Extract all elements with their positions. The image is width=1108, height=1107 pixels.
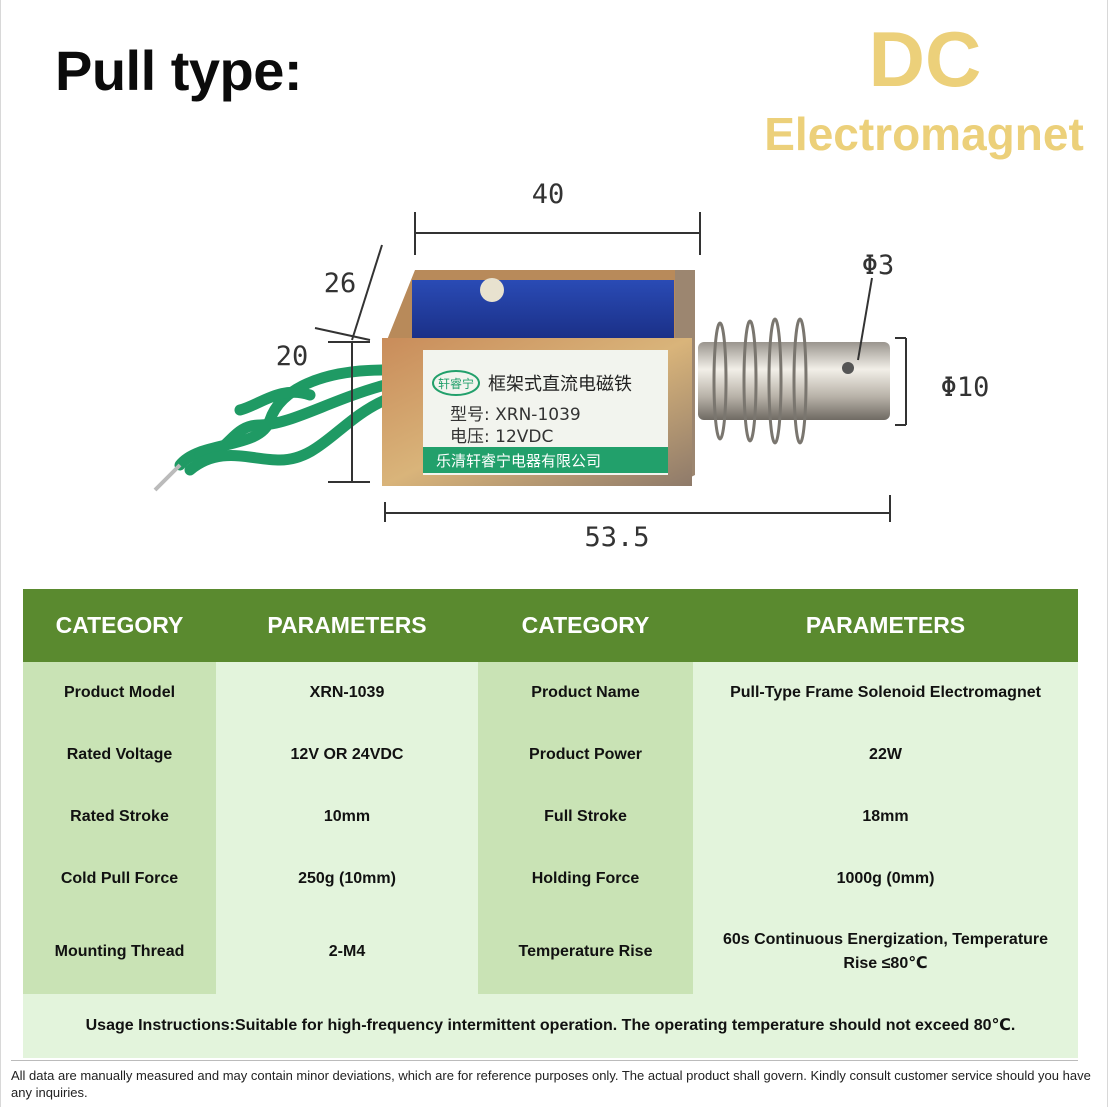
- label-brand: 轩睿宁: [438, 376, 474, 391]
- header-parameters-2: PARAMETERS: [693, 589, 1078, 662]
- cell-category: Holding Force: [478, 848, 693, 910]
- dim-width-top: 40: [532, 179, 565, 210]
- cell-value: 2-M4: [216, 910, 478, 994]
- cell-category: Cold Pull Force: [23, 848, 216, 910]
- dim-plunger-tip: Φ3: [862, 250, 895, 281]
- label-maker: 乐清轩睿宁电器有限公司: [436, 452, 601, 470]
- cell-category: Mounting Thread: [23, 910, 216, 994]
- cell-category: Rated Voltage: [23, 724, 216, 786]
- usage-row: Usage Instructions:Suitable for high-fre…: [23, 994, 1078, 1058]
- cell-value: 22W: [693, 724, 1078, 786]
- footnote: All data are manually measured and may c…: [11, 1068, 1091, 1100]
- table-row: Cold Pull Force 250g (10mm) Holding Forc…: [23, 848, 1078, 910]
- cell-category: Product Power: [478, 724, 693, 786]
- badge-electromagnet: Electromagnet: [764, 108, 1084, 160]
- spring: [712, 317, 808, 445]
- dim-plunger-diameter: Φ10: [941, 372, 990, 403]
- cell-value: 60s Continuous Energization, Temperature…: [693, 910, 1078, 994]
- page-title: Pull type:: [55, 39, 303, 102]
- cell-category: Product Name: [478, 662, 693, 724]
- spec-header-row: CATEGORY PARAMETERS CATEGORY PARAMETERS: [23, 589, 1078, 662]
- dim-total-length: 53.5: [584, 522, 649, 553]
- screw-head: [480, 278, 504, 302]
- wire-tip: [153, 463, 182, 492]
- dimension-lines: [314, 212, 907, 522]
- cell-value: XRN-1039: [216, 662, 478, 724]
- solenoid-product-image: 轩睿宁 框架式直流电磁铁 型号: XRN-1039 电压: 12VDC 乐清轩睿…: [153, 179, 990, 553]
- cell-value: 18mm: [693, 786, 1078, 848]
- cell-value: Pull-Type Frame Solenoid Electromagnet: [693, 662, 1078, 724]
- dim-depth: 26: [324, 268, 357, 299]
- usage-instructions: Usage Instructions:Suitable for high-fre…: [23, 994, 1078, 1058]
- cell-value: 12V OR 24VDC: [216, 724, 478, 786]
- header-parameters-1: PARAMETERS: [216, 589, 478, 662]
- table-row: Mounting Thread 2-M4 Temperature Rise 60…: [23, 910, 1078, 994]
- cell-category: Product Model: [23, 662, 216, 724]
- table-row: Product Model XRN-1039 Product Name Pull…: [23, 662, 1078, 724]
- cell-category: Rated Stroke: [23, 786, 216, 848]
- label-type: 框架式直流电磁铁: [488, 374, 632, 395]
- dim-height: 20: [276, 341, 309, 372]
- cell-value: 10mm: [216, 786, 478, 848]
- table-row: Rated Voltage 12V OR 24VDC Product Power…: [23, 724, 1078, 786]
- cell-category: Temperature Rise: [478, 910, 693, 994]
- badge-dc: DC: [868, 15, 982, 103]
- cell-value: 1000g (0mm): [693, 848, 1078, 910]
- spec-table: CATEGORY PARAMETERS CATEGORY PARAMETERS …: [23, 589, 1078, 1058]
- label-voltage: 电压: 12VDC: [450, 427, 553, 447]
- header-category-2: CATEGORY: [478, 589, 693, 662]
- divider: [11, 1060, 1078, 1061]
- lead-wires: [174, 364, 391, 476]
- coil: [412, 280, 674, 340]
- cell-category: Full Stroke: [478, 786, 693, 848]
- plunger-hole: [842, 362, 854, 374]
- cell-value: 250g (10mm): [216, 848, 478, 910]
- table-row: Rated Stroke 10mm Full Stroke 18mm: [23, 786, 1078, 848]
- label-model: 型号: XRN-1039: [450, 405, 581, 425]
- header-category-1: CATEGORY: [23, 589, 216, 662]
